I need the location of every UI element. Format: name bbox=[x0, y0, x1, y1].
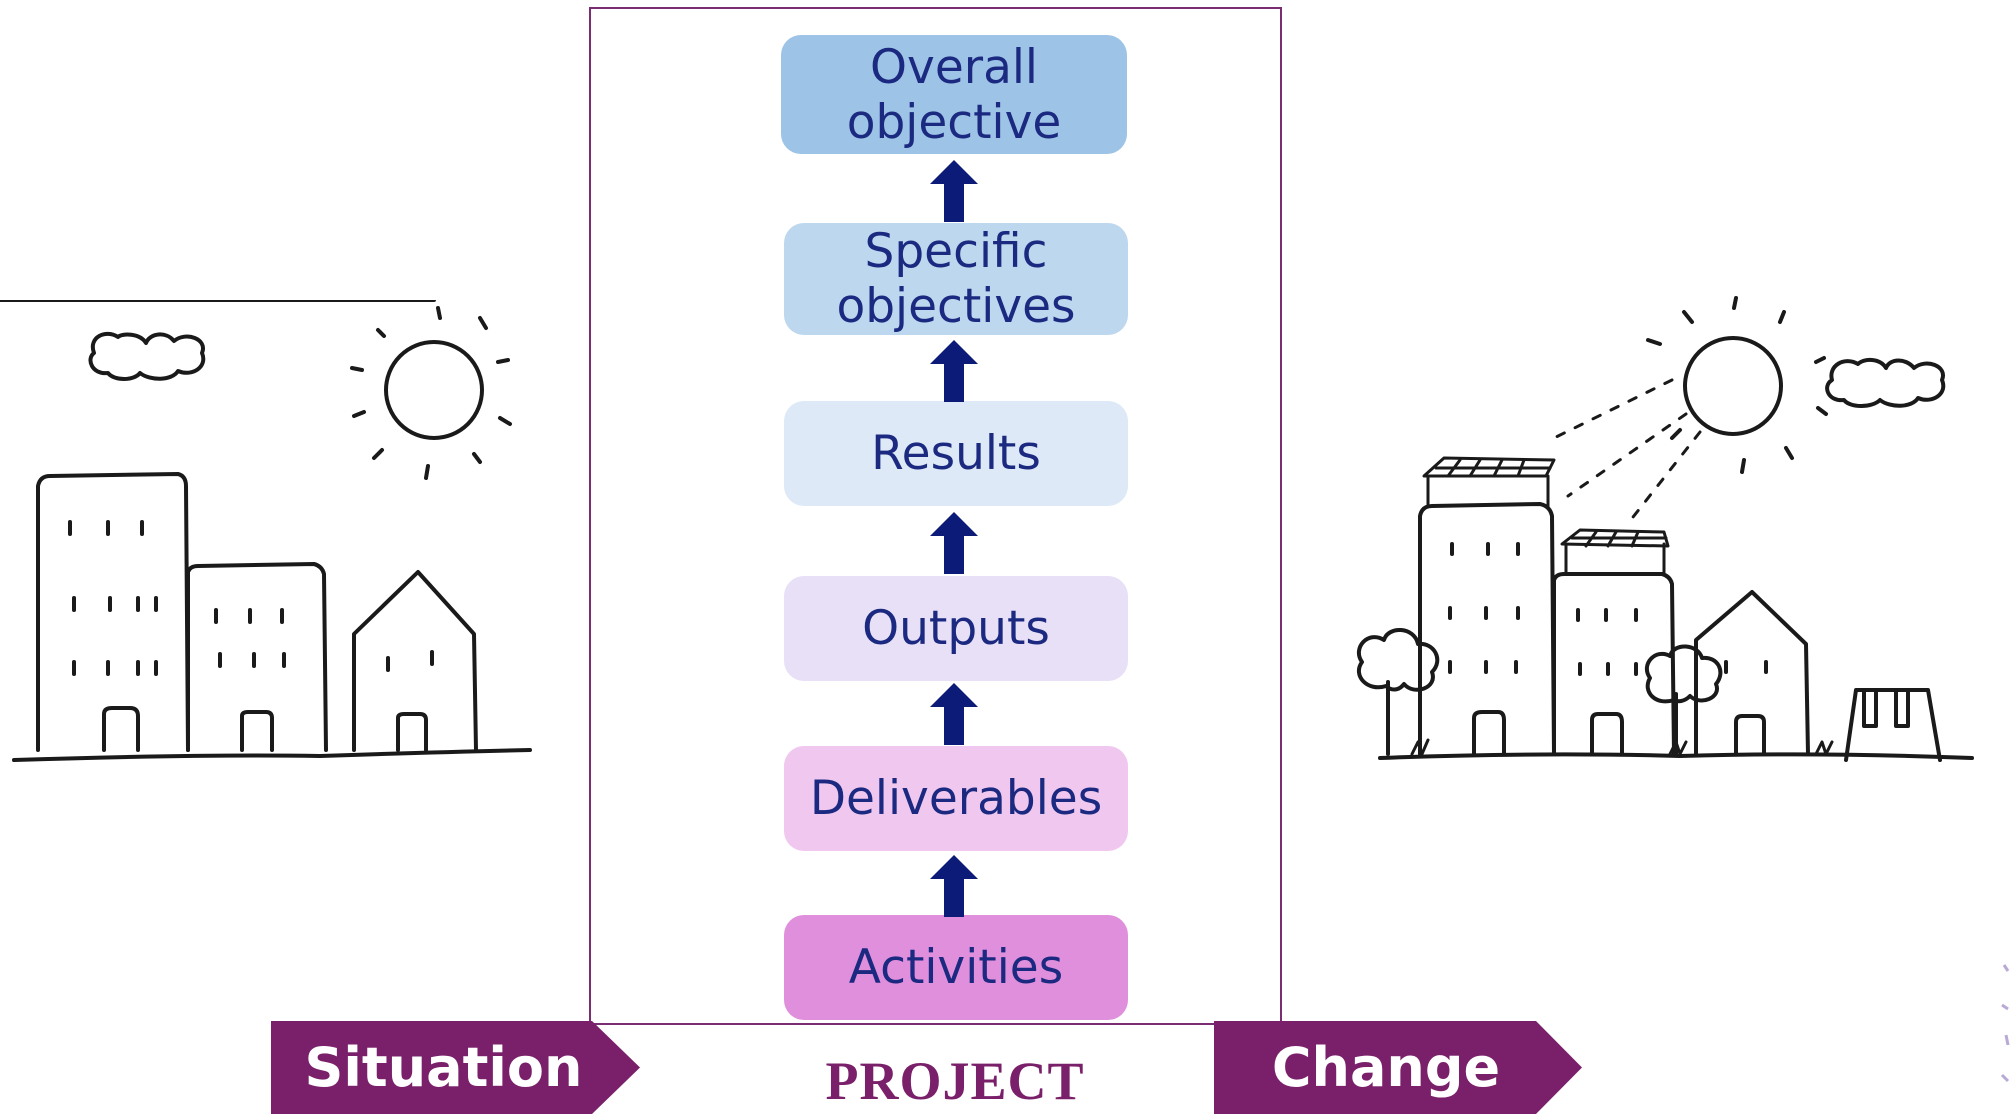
up-arrow-icon bbox=[930, 683, 978, 745]
up-arrow-icon bbox=[930, 160, 978, 222]
box-deliverables: Deliverables bbox=[784, 746, 1128, 851]
tree-icon bbox=[1644, 644, 1723, 756]
box-specific-objectives: Specific objectives bbox=[784, 223, 1128, 335]
city-sketch-before bbox=[0, 300, 560, 780]
change-label: Change bbox=[1271, 1036, 1501, 1099]
box-outputs: Outputs bbox=[784, 576, 1128, 681]
box-activities: Activities bbox=[784, 915, 1128, 1020]
project-label: PROJECT bbox=[825, 1051, 1085, 1111]
project-frame bbox=[589, 7, 1282, 1025]
cloud-icon bbox=[88, 331, 206, 381]
solar-panel-icon bbox=[1422, 456, 1556, 508]
up-arrow-icon bbox=[930, 855, 978, 917]
situation-chevron bbox=[271, 1021, 640, 1114]
cloud-icon bbox=[1825, 357, 1946, 408]
change-chevron bbox=[1214, 1021, 1582, 1114]
sun-icon bbox=[1646, 296, 1828, 474]
up-arrow-icon bbox=[930, 340, 978, 402]
swing-icon bbox=[1844, 688, 1942, 762]
up-arrow-icon bbox=[930, 512, 978, 574]
corner-decoration bbox=[1996, 955, 2010, 1105]
tree-icon bbox=[1356, 628, 1440, 756]
situation-label: Situation bbox=[304, 1036, 583, 1099]
box-overall-objective: Overall objective bbox=[781, 35, 1127, 154]
sun-icon bbox=[0, 300, 512, 480]
box-results: Results bbox=[784, 401, 1128, 506]
solar-panel-icon bbox=[1560, 528, 1670, 576]
city-sketch-after bbox=[1340, 290, 2010, 790]
